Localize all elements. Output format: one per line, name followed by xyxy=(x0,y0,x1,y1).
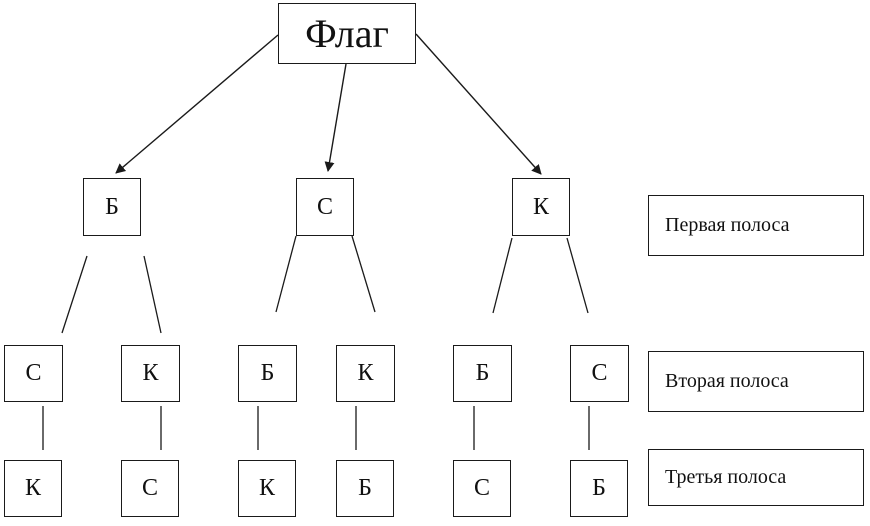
level2-node-4: К xyxy=(336,345,395,402)
level2-node-3: Б xyxy=(238,345,297,402)
label-third-stripe: Третья полоса xyxy=(648,449,864,506)
level2-node-6: С xyxy=(570,345,629,402)
level2-node-5: Б xyxy=(453,345,512,402)
branch-b-left xyxy=(61,255,88,334)
level3-node-1: К xyxy=(4,460,62,517)
level3-node-2: С xyxy=(121,460,179,517)
level2-node-1: С xyxy=(4,345,63,402)
arrow-root-to-k xyxy=(415,33,542,175)
level1-node-3: К xyxy=(512,178,570,236)
level1-node-1: Б xyxy=(83,178,141,236)
branch-k-right xyxy=(566,237,589,314)
level3-node-4: Б xyxy=(336,460,394,517)
level3-node-3: К xyxy=(238,460,296,517)
level3-node-5: С xyxy=(453,460,511,517)
root-node-flag: Флаг xyxy=(278,3,416,64)
branch-s-right xyxy=(351,235,376,313)
level2-node-2: К xyxy=(121,345,180,402)
branch-b-right xyxy=(143,255,162,334)
branch-s-left xyxy=(275,235,297,313)
level1-node-2: С xyxy=(296,178,354,236)
arrow-root-to-b xyxy=(115,34,279,174)
level3-node-6: Б xyxy=(570,460,628,517)
label-first-stripe: Первая полоса xyxy=(648,195,864,256)
label-second-stripe: Вторая полоса xyxy=(648,351,864,412)
arrow-root-to-s xyxy=(324,63,347,172)
branch-k-left xyxy=(492,237,513,314)
